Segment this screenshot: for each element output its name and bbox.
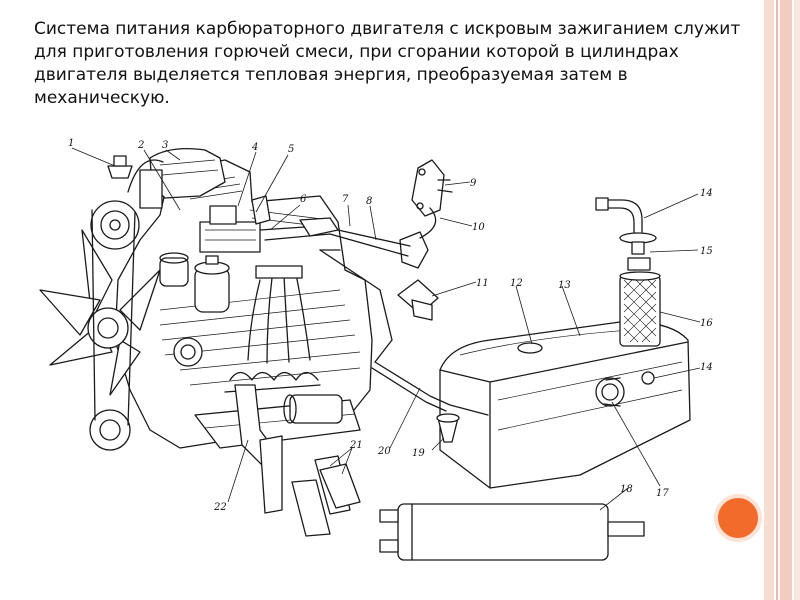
fan bbox=[39, 229, 161, 396]
slide-caption: Система питания карбюраторного двигателя… bbox=[34, 19, 741, 108]
fuel-pump-bracket bbox=[399, 159, 453, 269]
callout-5: 5 bbox=[288, 144, 294, 155]
callout-7: 7 bbox=[342, 194, 349, 205]
callout-19: 19 bbox=[412, 448, 425, 459]
callout-6: 6 bbox=[300, 194, 307, 205]
callout-labels: 1 2 3 4 5 6 7 8 9 10 11 12 13 14 15 16 1… bbox=[68, 138, 713, 513]
exhaust-pipes bbox=[234, 384, 361, 537]
callout-13: 13 bbox=[558, 280, 571, 291]
decorative-stripe bbox=[794, 0, 800, 600]
accelerator-pedal bbox=[397, 279, 439, 321]
fuel-filter-assembly bbox=[595, 197, 661, 347]
callout-leaders bbox=[71, 147, 701, 511]
fine-fuel-filter bbox=[159, 252, 230, 313]
callout-2: 2 bbox=[137, 140, 144, 151]
callout-14-tank: 14 bbox=[700, 362, 713, 373]
callout-15: 15 bbox=[700, 246, 713, 257]
callout-17: 17 bbox=[656, 488, 669, 499]
callout-1: 1 bbox=[68, 138, 74, 149]
fuel-system-diagram: 1 2 3 4 5 6 7 8 9 10 11 12 13 14 15 16 1… bbox=[39, 138, 713, 561]
callout-10: 10 bbox=[472, 222, 485, 233]
callout-3: 3 bbox=[162, 140, 168, 151]
callout-4: 4 bbox=[251, 142, 258, 153]
callout-16: 16 bbox=[700, 318, 713, 329]
callout-18: 18 bbox=[620, 484, 633, 495]
pulleys bbox=[89, 200, 203, 451]
decorative-stripe bbox=[764, 0, 774, 600]
fuel-tank bbox=[439, 321, 691, 489]
muffler bbox=[379, 503, 645, 561]
fuel-line bbox=[319, 249, 489, 443]
carburetor bbox=[199, 195, 271, 253]
callout-9: 9 bbox=[470, 178, 477, 189]
air-filter bbox=[107, 147, 226, 209]
callout-11: 11 bbox=[476, 278, 489, 289]
decorative-orange-circle bbox=[714, 494, 762, 542]
callout-12: 12 bbox=[510, 278, 523, 289]
control-rods bbox=[259, 217, 411, 257]
callout-22: 22 bbox=[213, 502, 227, 513]
decorative-stripe bbox=[776, 0, 778, 600]
callout-14-top: 14 bbox=[700, 188, 713, 199]
decorative-stripe bbox=[780, 0, 792, 600]
callout-8: 8 bbox=[366, 196, 372, 207]
ignition-wires bbox=[247, 265, 311, 364]
callout-21: 21 bbox=[349, 440, 363, 451]
callout-20: 20 bbox=[377, 446, 391, 457]
